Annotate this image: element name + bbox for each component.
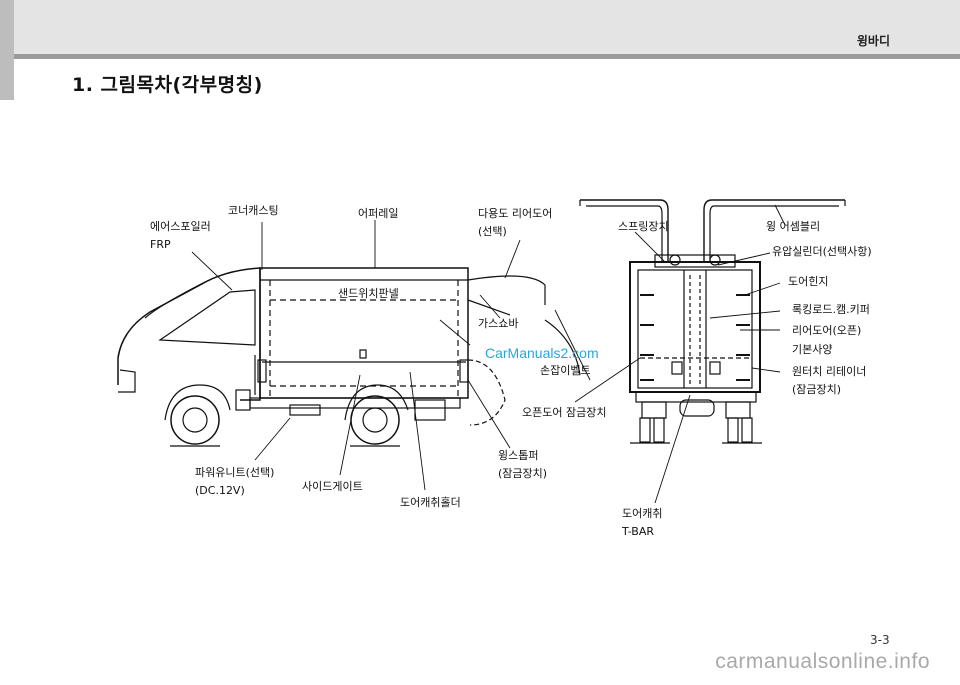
- sidebar-strip: [0, 0, 14, 100]
- header-title: 윙바디: [856, 34, 890, 48]
- header-band: [14, 0, 960, 54]
- label-door-catch: 도어캐취: [622, 507, 663, 520]
- leader-lines: [191, 204, 786, 504]
- label-basic-spec: 기본사양: [792, 343, 833, 356]
- label-rear-door-option-sub: (선택): [478, 225, 507, 238]
- label-upper-rail: 어퍼레일: [358, 207, 399, 220]
- label-one-touch-retainer: 원터치 리테이너: [792, 365, 867, 378]
- side-view-truck: [117, 267, 581, 447]
- label-wing-stopper-sub: (잠금장치): [498, 467, 548, 480]
- label-open-door-lock: 오픈도어 잠금장치: [522, 406, 607, 419]
- page-number: 3-3: [870, 633, 890, 647]
- label-frp: FRP: [150, 238, 171, 251]
- label-rear-door-open: 리어도어(오픈): [792, 324, 862, 337]
- label-power-unit: 파워유니트(선택): [195, 466, 275, 479]
- label-wing-assembly: 윙 어셈블리: [766, 220, 821, 233]
- section-title: 1. 그림목차(각부명칭): [72, 74, 263, 96]
- label-side-gate: 사이드게이트: [302, 480, 363, 493]
- label-wing-stopper: 윙스톱퍼: [498, 449, 539, 462]
- label-corner-casting: 코너캐스팅: [228, 204, 279, 217]
- footer-watermark: carmanualsonline.info: [715, 650, 930, 673]
- header-rule: [14, 54, 960, 59]
- label-spring-device: 스프링장치: [618, 220, 669, 233]
- label-handle-belt: 손잡이벨트: [540, 364, 591, 377]
- label-hydraulic-cylinder: 유압실린더(선택사항): [772, 245, 872, 258]
- label-power-unit-sub: (DC.12V): [195, 484, 245, 497]
- label-gas-shock: 가스쇼바: [478, 317, 519, 330]
- label-locking-rod: 록킹로드.캠.키퍼: [792, 303, 870, 316]
- label-door-catch-holder: 도어캐취홀더: [400, 496, 461, 509]
- label-one-touch-retainer-sub: (잠금장치): [792, 383, 842, 396]
- label-aero-foil: 에어스포일러: [150, 220, 211, 233]
- label-door-hinge: 도어힌지: [788, 275, 829, 288]
- label-sandwich-panel: 샌드위치판넬: [338, 287, 399, 300]
- label-t-bar: T-BAR: [622, 525, 655, 538]
- label-rear-door-option: 다용도 리어도어: [478, 207, 553, 220]
- watermark-inline: CarManuals2.com: [485, 345, 599, 361]
